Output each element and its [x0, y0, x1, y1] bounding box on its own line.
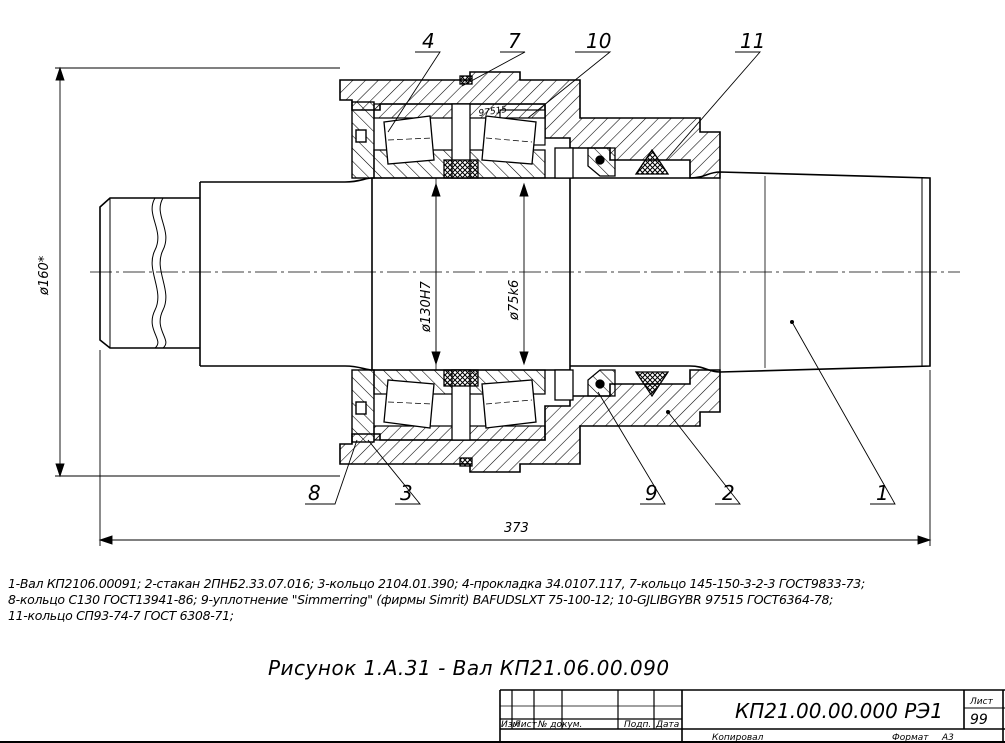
figure-caption: Рисунок 1.А.31 - Вал КП21.06.00.090 — [268, 656, 670, 680]
bore-diameter-label: ø130H7 — [419, 280, 434, 333]
tb-format-label: Формат — [892, 733, 929, 743]
length-label: 373 — [504, 521, 529, 536]
callout-2: 2 — [722, 481, 735, 505]
tb-col-doc: № докум. — [537, 720, 582, 730]
tb-sheet-number: 99 — [970, 712, 988, 728]
callout-1: 1 — [876, 481, 889, 505]
tb-col-list: Лист — [513, 720, 538, 730]
dimension-lines — [55, 66, 932, 546]
seals — [554, 147, 670, 401]
tb-col-date: Дата — [655, 720, 679, 730]
bearing-mark-label: 97515 — [478, 105, 508, 119]
tb-col-sign: Подп. — [624, 720, 651, 730]
tb-format-value: А3 — [941, 733, 954, 743]
tb-doc-number: КП21.00.00.000 РЭ1 — [735, 699, 943, 723]
callout-10: 10 — [586, 29, 611, 53]
callout-11: 11 — [740, 29, 765, 53]
shaft-diameter-label: ø75k6 — [507, 280, 522, 321]
callout-8: 8 — [308, 481, 321, 505]
end-ring — [351, 101, 375, 443]
legend-line-2: 8-кольцо С130 ГОСТ13941-86; 9-уплотнение… — [8, 592, 834, 607]
bearing-bottom — [373, 369, 546, 467]
outer-diameter-label: ø160* — [37, 255, 52, 296]
shaft-marker — [790, 320, 794, 324]
legend-line-3: 11-кольцо СП93-74-7 ГОСТ 6308-71; — [8, 608, 234, 623]
leader-lines — [305, 51, 896, 505]
callout-4: 4 — [422, 29, 435, 53]
callout-9: 9 — [645, 481, 658, 505]
title-block — [0, 689, 1005, 743]
bearing-top — [373, 75, 546, 179]
housing-marker — [666, 410, 670, 414]
parts-legend: 1-Вал КП2106.00091; 2-стакан 2ПНБ2.33.07… — [8, 576, 998, 624]
tb-copied: Копировал — [712, 733, 764, 743]
callout-3: 3 — [400, 481, 413, 505]
legend-line-1: 1-Вал КП2106.00091; 2-стакан 2ПНБ2.33.07… — [8, 576, 865, 591]
callout-7: 7 — [508, 29, 521, 53]
tb-col-izm: Изм — [501, 720, 520, 730]
tb-sheet-label: Лист — [969, 697, 994, 707]
